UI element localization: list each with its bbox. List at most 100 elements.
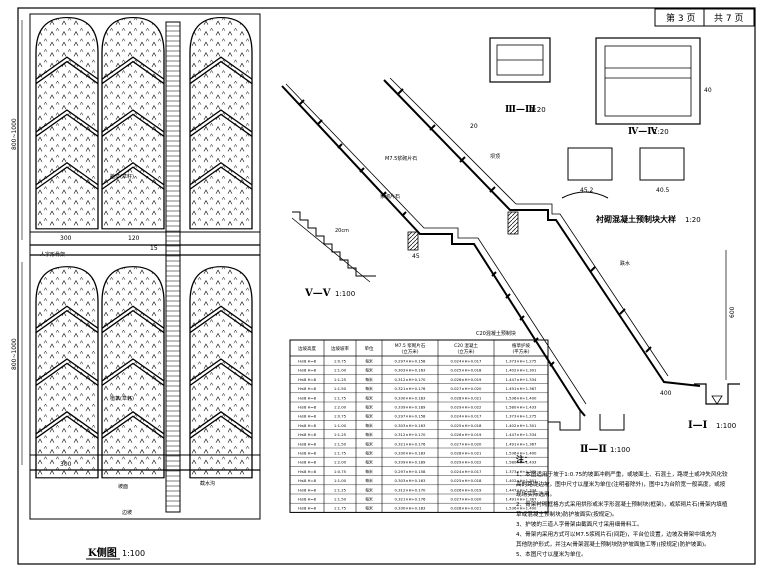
table-cell: H≤8 H=8	[298, 414, 317, 419]
note-line: 1、本图适用于坡于1:0.75的坡面冲刷严重，或坡面土、石混土，路堤土或冲失风化…	[516, 470, 728, 478]
table-cell: 1.491×H+1.367	[506, 386, 538, 391]
table-cell: 0.028×H+0.021	[451, 451, 483, 456]
table-cell: 1:1.00	[334, 478, 347, 483]
table-cell: 每米	[365, 368, 373, 373]
table-cell: 1.491×H+1.367	[506, 441, 538, 446]
dim-120: 120	[128, 235, 140, 242]
table-cell: 1:0.75	[334, 469, 347, 474]
table-cell: 1.536×H+1.400	[506, 506, 538, 511]
table-cell: 1:1.25	[334, 487, 347, 492]
table-cell: H≤8 H=8	[298, 386, 317, 391]
section-I-title: Ⅰ—Ⅰ	[688, 420, 708, 431]
table-cell: H≤8 H=8	[298, 432, 317, 437]
table-cell: 1:0.75	[334, 359, 347, 364]
table-cell: 每米	[365, 460, 373, 465]
table-cell: 每米	[365, 405, 373, 410]
precast-block-detail: 45.2 40.5 衬砌混凝土预制块大样 1:20	[561, 147, 701, 224]
table-header-cell: 边坡高度	[298, 345, 316, 352]
table-cell: H≤8 H=8	[298, 497, 317, 502]
table-cell: 0.297×H+0.158	[395, 359, 427, 364]
table-header-cell: C20 混凝土	[454, 342, 478, 349]
table-cell: 1.580×H+1.433	[506, 460, 538, 465]
table-cell: 0.297×H+0.158	[395, 469, 427, 474]
table-cell: 0.312×H+0.170	[395, 432, 427, 437]
stairs-label: 20cm	[335, 228, 349, 234]
table-cell: 0.297×H+0.158	[395, 414, 427, 419]
dim-300-bot: 300	[60, 461, 72, 468]
label-vegetate-2: 植草(草籽)	[110, 395, 134, 402]
table-cell: 每米	[365, 432, 373, 437]
long-slope: 坝顶 跌水 20 600 400	[383, 77, 736, 397]
page-number-label: 第 3 页	[666, 12, 695, 24]
dim-300-top: 300	[60, 235, 72, 242]
section-I: Ⅰ—Ⅰ 1:100	[688, 383, 740, 431]
dim-20: 20	[470, 123, 478, 130]
dim-45-2: 45.2	[580, 187, 594, 194]
table-cell: 1.447×H+1.334	[506, 432, 538, 437]
table-cell: H≤8 H=8	[298, 487, 317, 492]
table-cell: 1.491×H+1.367	[506, 497, 538, 502]
plan-view: 800~1000 800~1000 300 300 120 15 人字形骨架 植…	[11, 13, 261, 560]
table-cell: 1:1.75	[334, 451, 347, 456]
table-cell: 1:0.75	[334, 414, 347, 419]
table-cell: 1.580×H+1.433	[506, 405, 538, 410]
table-header-cell: 边坡坡率	[331, 345, 349, 352]
table-cell: 1.402×H+1.301	[506, 478, 538, 483]
section-III: Ⅲ—Ⅲ 1:20	[489, 37, 551, 115]
table-cell: 0.029×H+0.022	[451, 460, 483, 465]
table-cell: 1:2.00	[334, 460, 347, 465]
table-cell: 0.026×H+0.019	[451, 487, 483, 492]
table-cell: 0.312×H+0.170	[395, 487, 427, 492]
table-cell: 1.373×H+1.275	[506, 469, 538, 474]
table-cell: 0.028×H+0.021	[451, 395, 483, 400]
table-cell: 每米	[365, 506, 373, 511]
height-dim-top: 800~1000	[11, 118, 18, 150]
table-cell: 0.321×H+0.176	[395, 441, 427, 446]
section-V: 20cm Ⅴ—Ⅴ 1:100	[291, 211, 376, 299]
table-cell: 0.303×H+0.163	[395, 478, 427, 483]
table-header-cell: (立方米)	[457, 348, 474, 355]
section-II-title: Ⅱ—Ⅱ	[580, 444, 607, 455]
table-cell: H≤8 H=8	[298, 368, 317, 373]
table-cell: 0.025×H+0.018	[451, 368, 483, 373]
table-cell: H≤8 H=8	[298, 395, 317, 400]
table-cell: 1:1.50	[334, 441, 347, 446]
table-cell: 1.536×H+1.400	[506, 451, 538, 456]
sheet-border	[17, 7, 756, 565]
table-cell: 1:1.00	[334, 423, 347, 428]
table-cell: 1:1.25	[334, 377, 347, 382]
dim-40: 40	[704, 87, 712, 94]
table-cell: 0.025×H+0.018	[451, 478, 483, 483]
block-detail-title: 衬砌混凝土预制块大样	[595, 214, 676, 224]
dim-600: 600	[729, 306, 736, 318]
note-line: 高的路堤边坡。图中尺寸以厘米为单位(注明者除外)，图中1为台阶宽一般高度，或按	[516, 480, 726, 488]
table-cell: H≤8 H=8	[298, 460, 317, 465]
table-cell: 1.373×H+1.275	[506, 414, 538, 419]
table-cell: 1:2.00	[334, 405, 347, 410]
table-cell: 0.321×H+0.176	[395, 497, 427, 502]
section-II: 45 M7.5浆砌片石 浆砌片石 C20混凝土预制块 Ⅱ—Ⅱ 1:100	[281, 83, 630, 455]
table-cell: 每米	[365, 395, 373, 400]
table-cell: 0.029×H+0.022	[451, 405, 483, 410]
table-cell: 0.024×H+0.017	[451, 359, 483, 364]
table-cell: H≤8 H=8	[298, 377, 317, 382]
dim-45: 45	[412, 253, 420, 260]
label-drop: 跌水	[620, 260, 630, 267]
table-header-cell: 植草护坡	[512, 342, 530, 349]
table-cell: H≤8 H=8	[298, 405, 317, 410]
section-IV-scale: 1:20	[653, 128, 669, 136]
table-cell: 1.447×H+1.334	[506, 487, 538, 492]
section-V-title: Ⅴ—Ⅴ	[304, 288, 331, 299]
table-cell: 每米	[365, 451, 373, 456]
plan-scale: 1:100	[122, 549, 145, 558]
section-V-scale: 1:100	[335, 290, 355, 298]
dim-15: 15	[150, 245, 158, 252]
table-cell: 1:1.00	[334, 368, 347, 373]
note-line: 3、护坡的三道人字骨架由截面尺寸采用细骨料工。	[516, 520, 643, 528]
table-cell: 0.312×H+0.170	[395, 377, 427, 382]
table-cell: 0.025×H+0.018	[451, 423, 483, 428]
label-c20: C20混凝土预制块	[476, 330, 516, 337]
table-header-cell: (平方米)	[512, 348, 529, 355]
table-cell: 每米	[365, 414, 373, 419]
section-II-scale: 1:100	[610, 446, 630, 454]
